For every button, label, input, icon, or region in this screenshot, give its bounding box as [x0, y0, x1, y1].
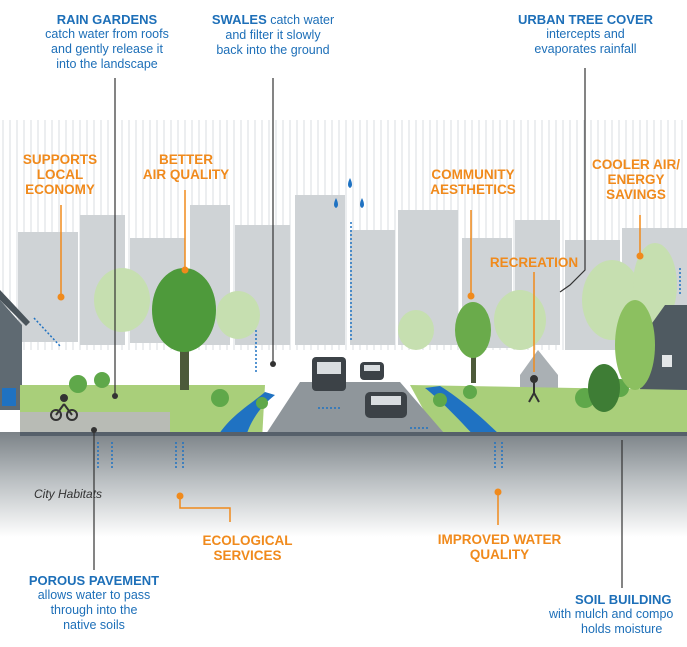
rain-flow-arrows: [33, 222, 681, 429]
benefit-text: AIR QUALITY: [142, 167, 230, 182]
swales-title: SWALES: [211, 12, 267, 27]
benefit-community-aesthetics: COMMUNITY AESTHETICS: [418, 167, 528, 197]
benefit-text: AESTHETICS: [430, 182, 516, 197]
benefit-ecological-services: ECOLOGICAL SERVICES: [190, 533, 305, 563]
soil-building-callout: SOIL BUILDING with mulch and compo holds…: [549, 592, 687, 637]
soil-building-title: SOIL BUILDING: [575, 592, 672, 607]
black-leader-dots: [91, 361, 276, 433]
benefit-better-air-quality: BETTER AIR QUALITY: [136, 152, 236, 182]
rain-gardens-line-1: catch water from roofs: [45, 27, 169, 41]
benefit-text: BETTER: [159, 152, 213, 167]
orange-leader-lines: [60, 190, 641, 525]
city-habitats-caption: City Habitats: [34, 487, 103, 501]
benefit-text: SERVICES: [213, 548, 282, 563]
benefit-recreation: RECREATION: [484, 255, 584, 270]
right-planting-strip: [410, 385, 687, 440]
soil-building-line-1: with mulch and compo: [549, 607, 674, 621]
large-tree: [152, 268, 216, 390]
porous-sidewalk: [20, 412, 170, 432]
benefit-text: RECREATION: [489, 255, 579, 270]
benefit-improved-water-quality: IMPROVED WATER QUALITY: [432, 532, 567, 562]
cyclist: [50, 394, 78, 421]
right-tree: [455, 302, 491, 383]
benefit-text: SAVINGS: [606, 187, 666, 202]
rain-gardens-line-3: into the landscape: [56, 57, 158, 71]
benefit-text: COOLER AIR/: [591, 157, 680, 172]
porous-pavement-line-2: through into the: [50, 603, 138, 617]
right-pine-trees: [588, 300, 655, 412]
urban-tree-cover-title: URBAN TREE COVER: [517, 12, 654, 27]
soil-surface-line: [20, 432, 687, 436]
swales-line-2: and filter it slowly: [225, 28, 321, 42]
car-small: [360, 362, 384, 380]
benefit-text: IMPROVED WATER: [437, 532, 562, 547]
background-trees: [94, 243, 677, 350]
soil-building-line-2: holds moisture: [581, 622, 663, 636]
benefit-text: LOCAL: [36, 167, 84, 182]
rain-gardens-line-2: and gently release it: [51, 42, 163, 56]
benefit-supports-local-economy: SUPPORTS LOCAL ECONOMY: [14, 152, 106, 197]
urban-tree-cover-line-1: intercepts and: [546, 27, 625, 41]
black-leader-lines: [93, 68, 623, 588]
benefit-text: ECONOMY: [25, 182, 95, 197]
urban-tree-cover-callout: URBAN TREE COVER intercepts and evaporat…: [508, 12, 663, 57]
car-large: [365, 392, 407, 418]
rain-gardens-title: RAIN GARDENS: [56, 12, 158, 27]
porous-pavement-callout: POROUS PAVEMENT allows water to pass thr…: [14, 573, 174, 633]
left-house: [0, 290, 30, 410]
porous-pavement-title: POROUS PAVEMENT: [28, 573, 160, 588]
swales-callout: SWALES catch water and filter it slowly …: [198, 12, 348, 58]
runner: [528, 375, 540, 403]
urban-tree-cover-line-2: evaporates rainfall: [534, 42, 637, 56]
benefit-text: ECOLOGICAL: [202, 533, 293, 548]
bus: [312, 357, 346, 391]
benefit-text: SUPPORTS: [22, 152, 98, 167]
porous-pavement-line-3: native soils: [63, 618, 125, 632]
benefit-text: ENERGY: [607, 172, 665, 187]
swales-line-3: back into the ground: [216, 43, 330, 57]
soil-profile: [0, 432, 687, 537]
raindrop-icons: [334, 178, 364, 208]
infiltration-arrows: [97, 442, 503, 470]
benefit-text: QUALITY: [469, 547, 530, 562]
benefit-cooler-air: COOLER AIR/ ENERGY SAVINGS: [588, 157, 684, 202]
orange-leader-dots: [57, 252, 644, 500]
rain-gardens-callout: RAIN GARDENS catch water from roofs and …: [22, 12, 192, 72]
porous-pavement-line-1: allows water to pass: [37, 588, 151, 602]
benefit-text: COMMUNITY: [431, 167, 515, 182]
swales-line-1: catch water: [270, 13, 335, 27]
